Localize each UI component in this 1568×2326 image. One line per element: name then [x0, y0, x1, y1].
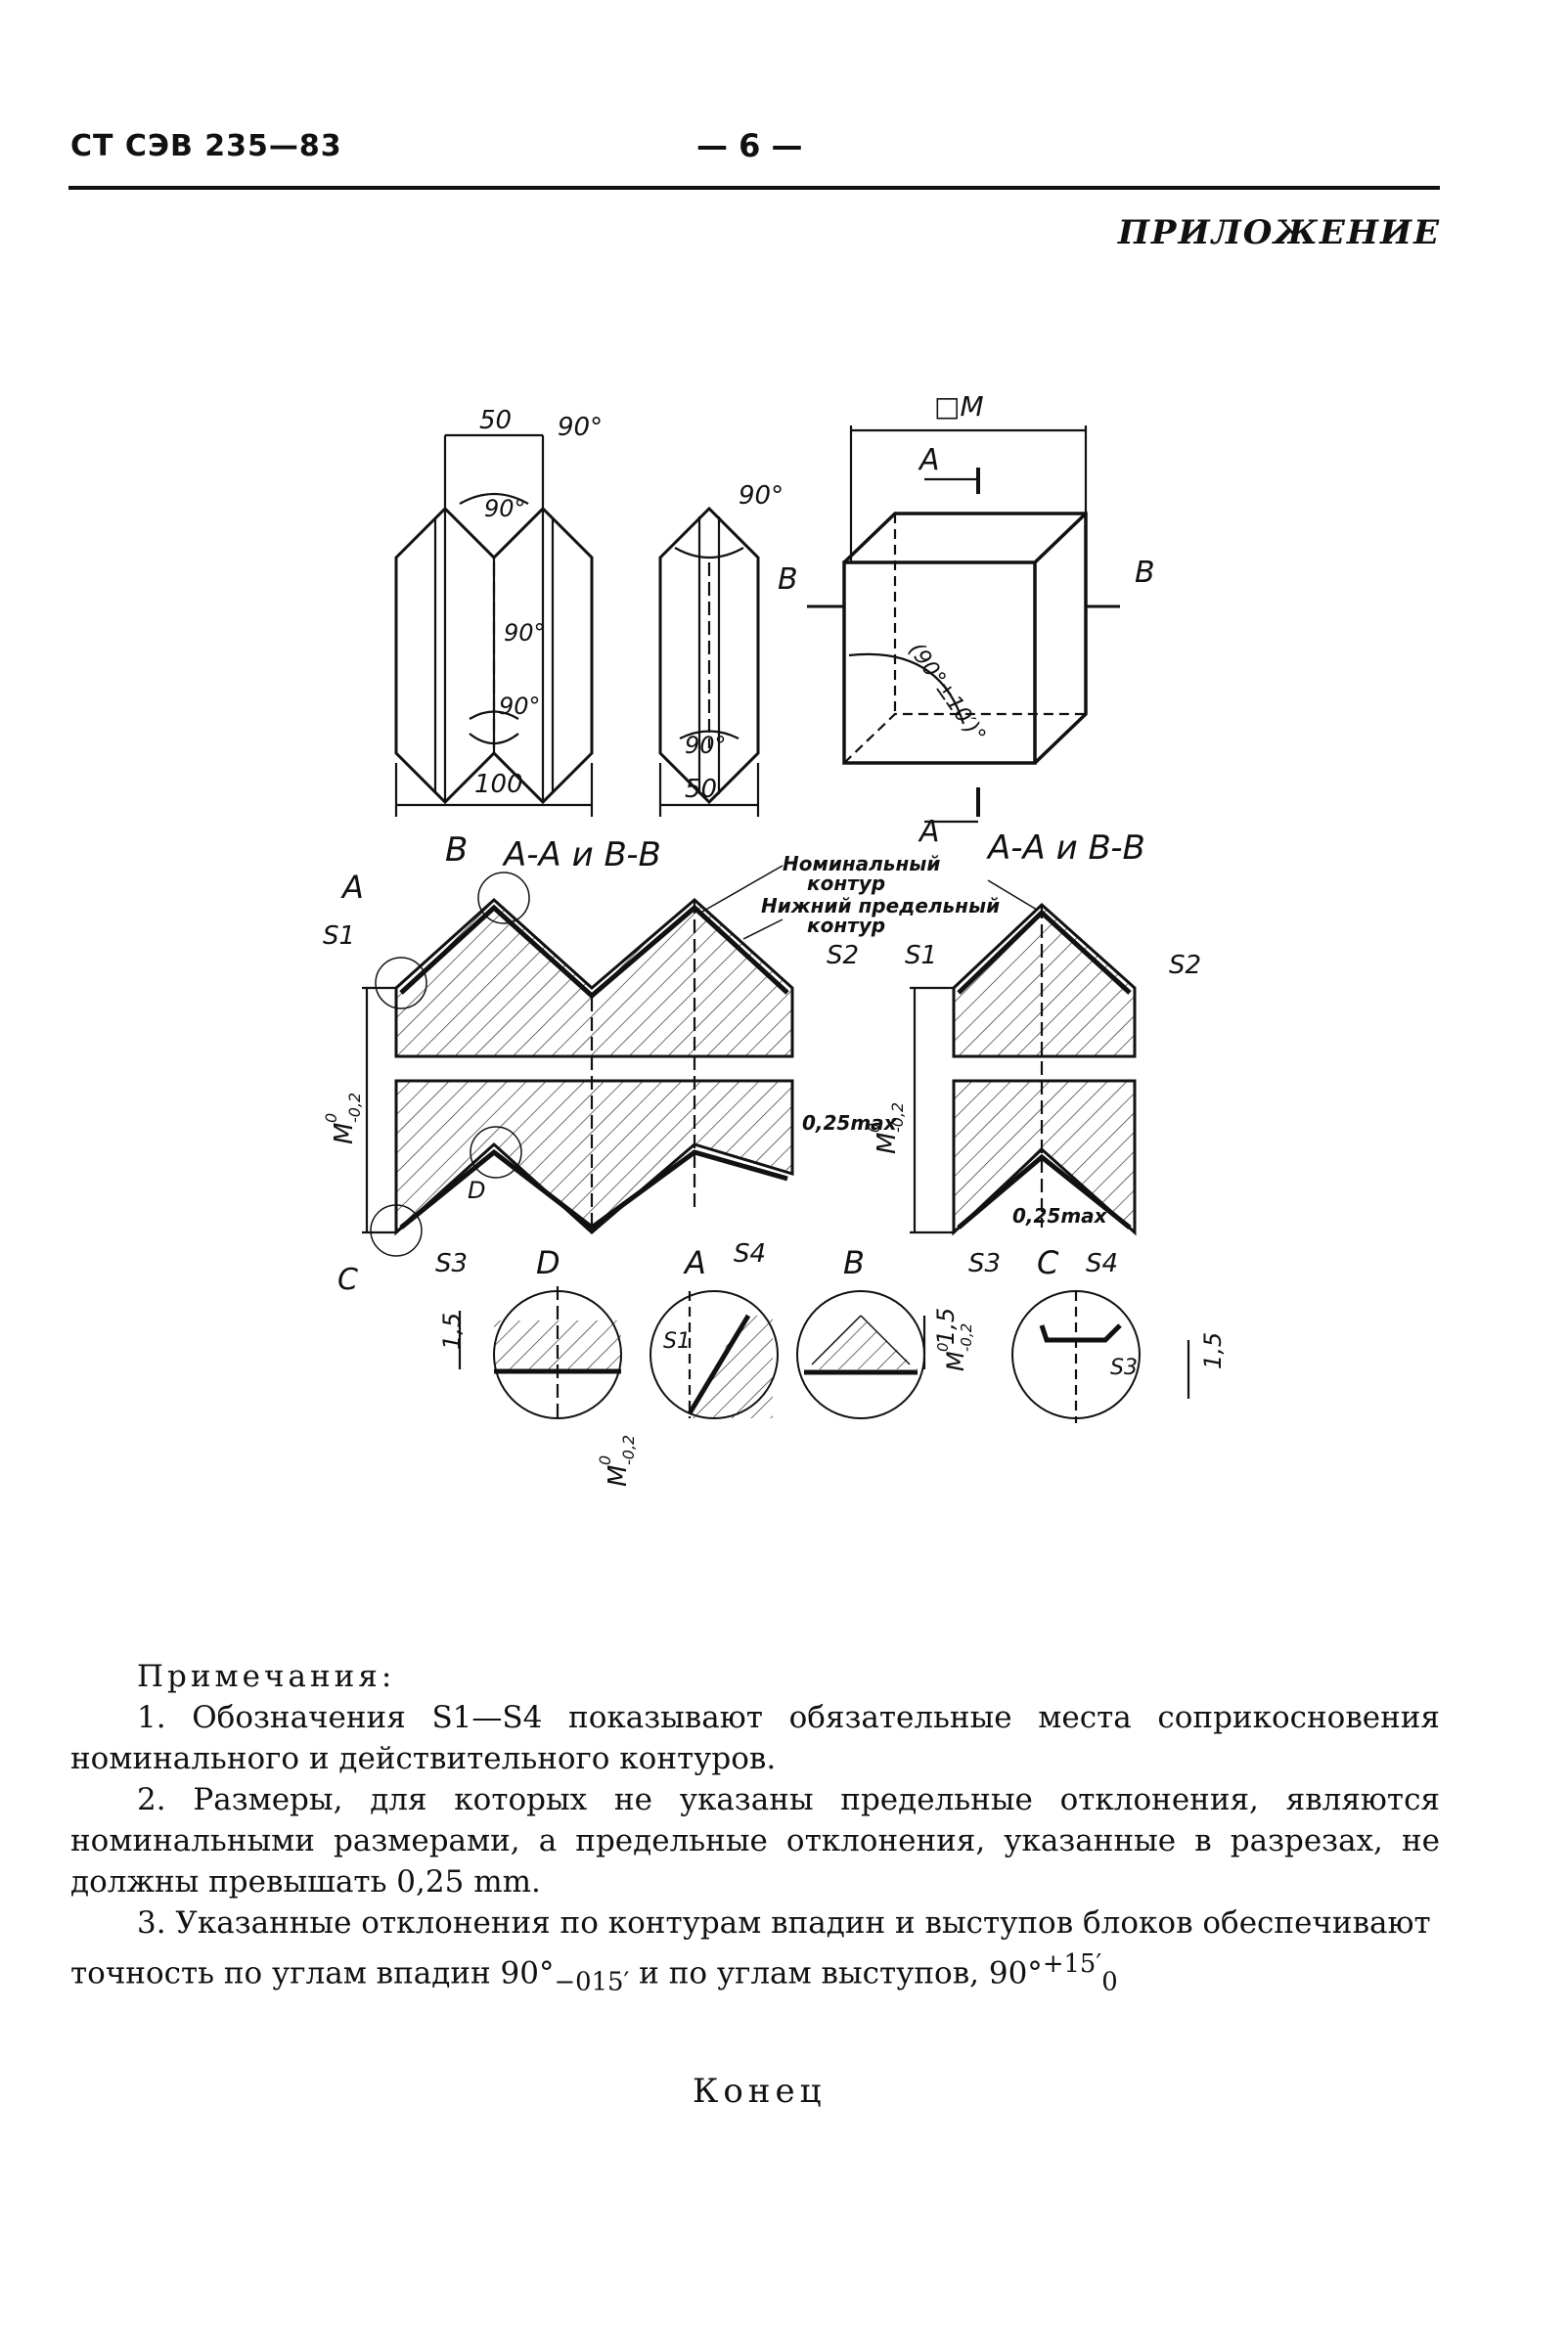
note-2: 2. Размеры, для которых не указаны преде… [70, 1782, 1440, 1900]
tol-m-3-sub: -0,2 [619, 1435, 638, 1465]
tol-m-3-letter: M [604, 1465, 633, 1487]
detail-title-c: C [1037, 1244, 1059, 1281]
cube-block [807, 425, 1120, 824]
note-3: 3. Указанные отклонения по контурам впад… [70, 1902, 1440, 2003]
dim-15-c: 1,5 [1199, 1332, 1227, 1369]
lower-contour-label-1: Нижний предельный [761, 894, 1000, 917]
dim-100: 100 [474, 770, 523, 799]
end-label: Конец [693, 2072, 827, 2111]
s1-detail-label: S1 [663, 1329, 691, 1354]
max-label-2: 0,25max [1012, 1204, 1108, 1228]
s2-label-1: S2 [827, 941, 859, 970]
notes-section: Примечания: 1. Обозначения S1—S4 показыв… [70, 1656, 1440, 2003]
lower-contour-label-2: контур [807, 914, 885, 937]
dim-50-bottom: 50 [685, 775, 717, 804]
detail-title-a: A [683, 1244, 706, 1281]
note-3-part-1: 3. Указанные отклонения по контурам впад… [70, 1905, 1431, 1991]
tol-m-2-sub: -0,2 [888, 1102, 907, 1133]
nominal-contour-label-1: Номинальный [783, 852, 940, 875]
max-label-1: 0,25max [802, 1111, 898, 1135]
cut-label-b-right: B [1135, 556, 1155, 590]
s4-label-1: S4 [734, 1239, 766, 1269]
s4-label-2: S4 [1086, 1249, 1118, 1278]
detail-label-c-ref: C [337, 1263, 358, 1297]
tolerance-m-4: M 0 -0,2 [934, 1323, 975, 1371]
note-3-sup: +15′ [1042, 1949, 1102, 1979]
tol-m-4-letter: M [942, 1351, 969, 1371]
section-double-v [362, 872, 794, 1257]
tol-m-4-sup: 0 [934, 1342, 952, 1352]
s1-label-1: S1 [323, 921, 355, 951]
tol-m-3-sup: 0 [596, 1455, 614, 1465]
cut-label-a-bottom: A [918, 815, 940, 849]
dim-square-m: □M [934, 390, 984, 423]
section-title-2: A-A и B-B [986, 828, 1145, 868]
angle-label-mid: 90° [484, 495, 526, 522]
angle-label-lower: 90° [499, 693, 541, 720]
detail-label-d-ref: D [468, 1177, 485, 1204]
s3-label-2: S3 [968, 1249, 1001, 1278]
tol-m-1-sup: 0 [322, 1113, 340, 1123]
s3-label-1: S3 [435, 1249, 468, 1278]
angle-label-block2: 90° [739, 481, 784, 511]
tolerance-m-1: M 0 -0,2 [322, 1093, 364, 1144]
cut-label-b-left: B [778, 562, 798, 597]
cube-angle-label: (90°±10′)° [904, 639, 991, 747]
section-title-1: A-A и B-B [502, 835, 661, 874]
tol-m-2-sup: 0 [865, 1123, 883, 1133]
notes-title: Примечания: [137, 1659, 396, 1694]
tolerance-m-3: M 0 -0,2 [596, 1435, 638, 1487]
detail-label-a: A [340, 869, 364, 906]
note-3-sub-2: 0 [1101, 1967, 1118, 1997]
block-double-v [394, 433, 594, 817]
appendix-title: ПРИЛОЖЕНИЕ [1117, 213, 1441, 252]
tol-m-1-letter: M [330, 1123, 359, 1144]
s2-label-2: S2 [1169, 951, 1201, 980]
section-single-v [910, 902, 1137, 1236]
angle-label-center: 90° [504, 619, 546, 647]
detail-title-b: B [843, 1244, 865, 1281]
note-3-part-2: и по углам выступов, 90° [639, 1955, 1043, 1991]
section-view-b: B [445, 830, 468, 870]
note-3-sub: −015′ [554, 1967, 630, 1997]
angle-label-block2-bottom: 90° [685, 732, 727, 759]
tolerance-m-2: M 0 -0,2 [865, 1102, 907, 1154]
s3-detail-label: S3 [1110, 1356, 1138, 1380]
nominal-contour-label-2: контур [807, 872, 885, 895]
detail-circles [458, 1286, 1190, 1423]
tol-m-2-letter: M [873, 1133, 902, 1154]
standard-number: СТ СЭВ 235—83 [70, 129, 342, 163]
angle-label-top: 90° [558, 413, 603, 442]
dim-50-top: 50 [479, 406, 512, 435]
dim-15-d: 1,5 [438, 1313, 466, 1350]
note-1: 1. Обозначения S1—S4 показывают обязател… [70, 1700, 1440, 1776]
tol-m-4-sub: -0,2 [958, 1323, 975, 1352]
tol-m-1-sub: -0,2 [345, 1093, 364, 1123]
page-number: — 6 — [696, 127, 803, 164]
detail-title-d: D [536, 1244, 560, 1281]
cut-label-a-top: A [918, 443, 940, 477]
s1-label-2: S1 [905, 941, 937, 970]
block-single-v [658, 506, 760, 817]
header-rule [68, 186, 1440, 190]
dim-15-b: 1,5 [932, 1308, 960, 1345]
